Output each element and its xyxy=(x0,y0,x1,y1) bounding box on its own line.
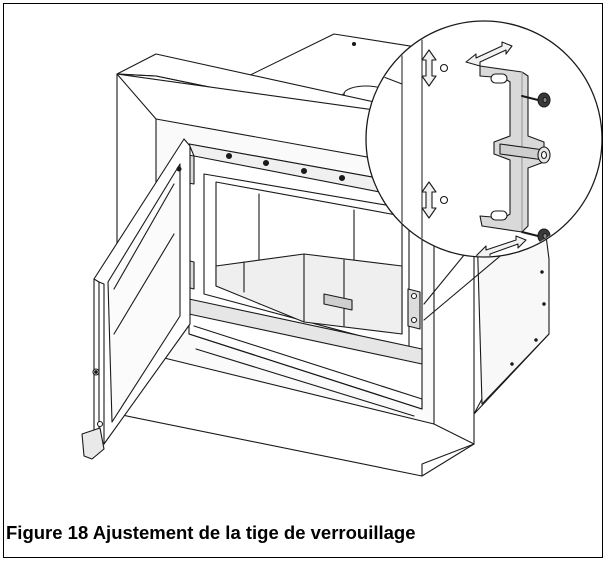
vertical-adjust-arrow-bottom xyxy=(421,181,449,219)
vertical-adjust-arrow-top xyxy=(421,49,449,87)
screw-top-icon xyxy=(521,92,551,108)
figure-frame: Figure 18 Ajustement de la tige de verro… xyxy=(3,3,603,558)
firebox xyxy=(181,143,423,417)
figure-caption: Figure 18 Ajustement de la tige de verro… xyxy=(6,522,416,543)
horizontal-adjust-arrow-top xyxy=(465,41,513,67)
locking-rod xyxy=(499,143,551,164)
open-door xyxy=(81,138,191,460)
horizontal-adjust-arrow-bottom xyxy=(475,235,527,256)
fireplace-insert-illustration xyxy=(81,20,602,477)
detail-magnifier xyxy=(365,20,602,258)
